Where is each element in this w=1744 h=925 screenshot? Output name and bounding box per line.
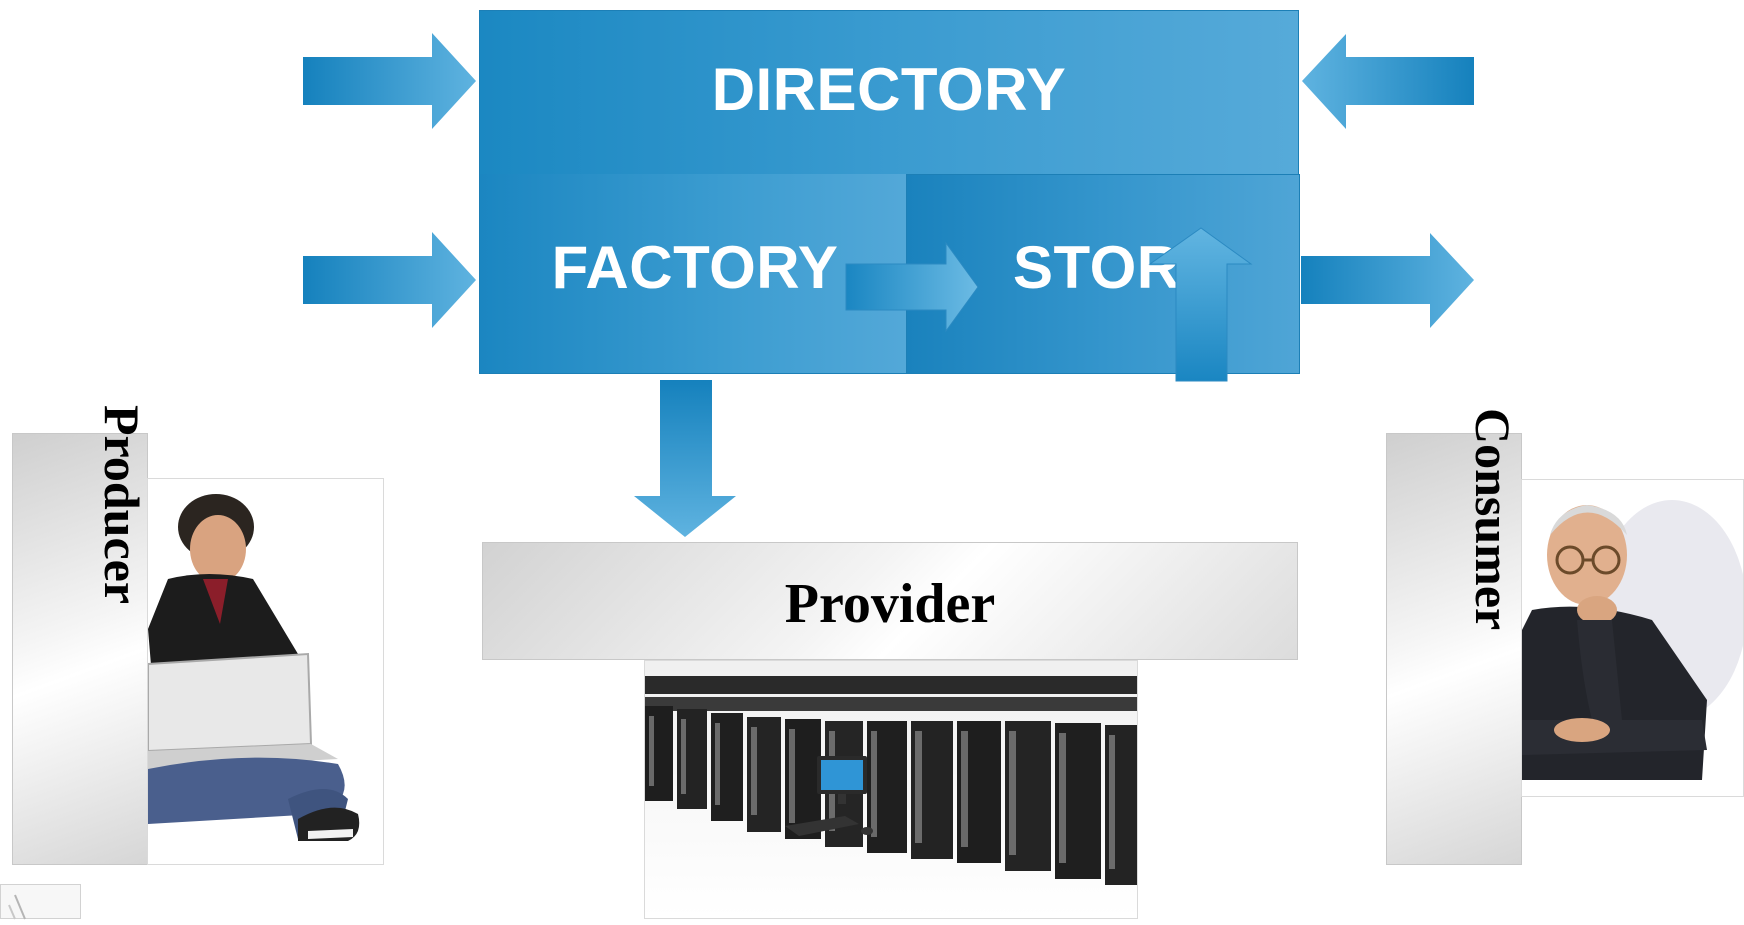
factory-label: FACTORY <box>551 234 839 301</box>
provider-label: Provider <box>784 573 996 635</box>
provider-panel <box>482 542 1298 660</box>
consumer-photo <box>1521 479 1744 797</box>
directory-label: DIRECTORY <box>711 56 1067 123</box>
corner-fragment-mark <box>8 894 26 920</box>
factory-block <box>479 174 907 374</box>
producer-panel <box>12 433 148 865</box>
arrow-consumer-to-directory <box>1302 34 1474 129</box>
arrow-store-to-consumer <box>1301 233 1474 328</box>
consumer-label: Consumer <box>1465 408 1521 631</box>
producer-photo <box>147 478 384 865</box>
person-with-laptop-illustration <box>148 494 360 841</box>
store-block <box>906 174 1300 374</box>
provider-photo <box>644 660 1138 919</box>
arrow-producer-to-factory <box>303 232 476 328</box>
arrow-factory-to-provider <box>634 380 736 537</box>
arrow-producer-to-directory <box>303 33 476 129</box>
thinking-man-illustration <box>1522 500 1743 780</box>
arrow-store-up <box>1148 227 1253 382</box>
consumer-panel <box>1386 433 1522 865</box>
corner-fragment <box>0 884 81 920</box>
arrow-factory-to-store <box>845 241 979 333</box>
producer-label: Producer <box>94 405 150 605</box>
server-rack-illustration <box>645 676 1137 885</box>
